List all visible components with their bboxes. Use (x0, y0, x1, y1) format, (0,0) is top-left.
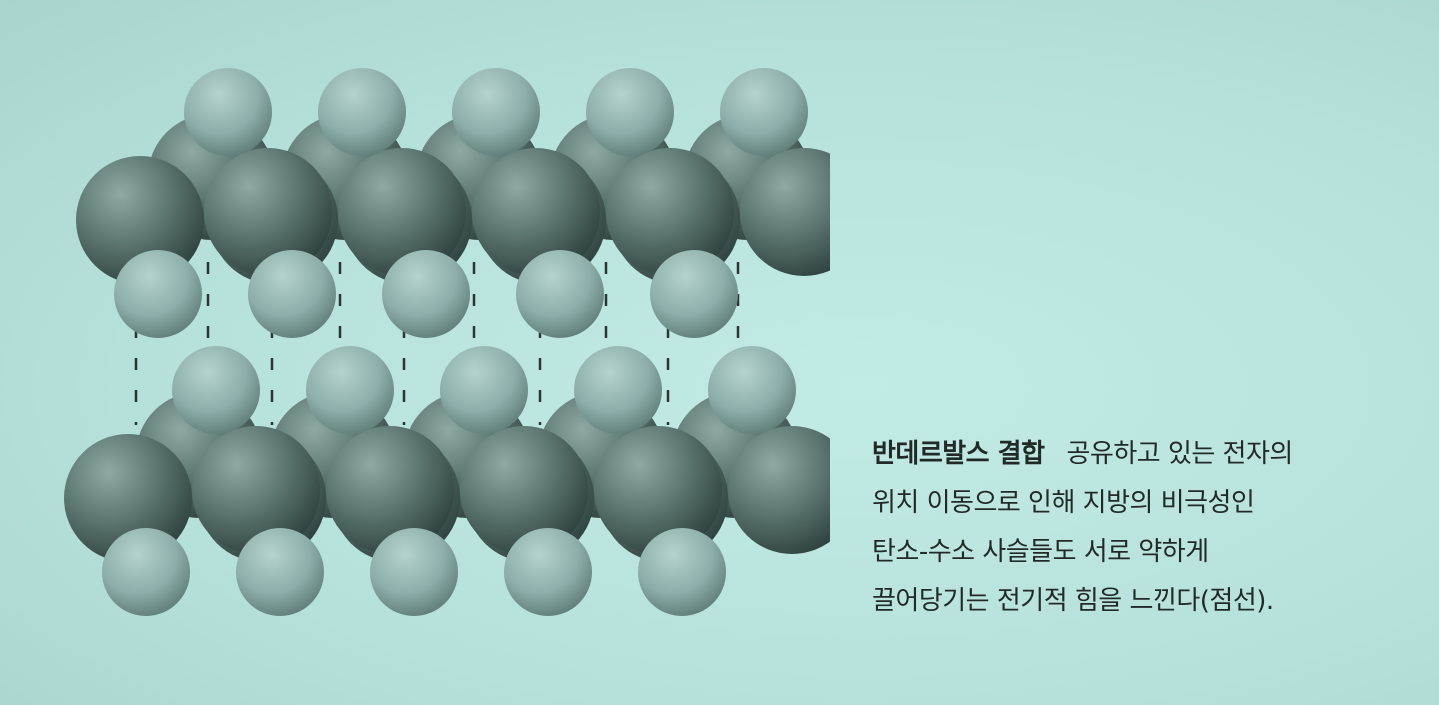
carbon-atom (192, 426, 320, 554)
hydrogen-atom (248, 250, 336, 338)
caption-line-1: 반데르발스 결합 공유하고 있는 전자의 (872, 430, 1392, 479)
hydrogen-atom (650, 250, 738, 338)
carbon-atom (204, 148, 332, 276)
molecule-chain-bottom (64, 346, 830, 616)
carbon-atom (740, 148, 830, 276)
carbon-atom (326, 426, 454, 554)
caption-title: 반데르발스 결합 (872, 439, 1045, 469)
carbon-atom (76, 156, 204, 284)
carbon-atom (460, 426, 588, 554)
hydrogen-atom (708, 346, 796, 434)
caption-line-3: 탄소-수소 사슬들도 서로 약하게 (872, 537, 1209, 567)
caption-line-2: 위치 이동으로 인해 지방의 비극성인 (872, 488, 1255, 518)
hydrogen-atom (574, 346, 662, 434)
hydrogen-atom (114, 250, 202, 338)
carbon-atom (64, 434, 192, 562)
hydrogen-atom (516, 250, 604, 338)
hydrogen-atom (172, 346, 260, 434)
hydrogen-atom (102, 528, 190, 616)
hydrogen-atom (440, 346, 528, 434)
hydrogen-atom (184, 68, 272, 156)
carbon-atom (472, 148, 600, 276)
hydrogen-atom (306, 346, 394, 434)
hydrogen-atom (504, 528, 592, 616)
caption-line-4: 끌어당기는 전기적 힘을 느낀다(점선). (872, 586, 1274, 616)
carbon-atom (594, 426, 722, 554)
molecule-chain-top (76, 68, 830, 338)
hydrogen-atom (720, 68, 808, 156)
hydrogen-atom (638, 528, 726, 616)
carbon-atom (338, 148, 466, 276)
carbon-atom (728, 426, 830, 554)
hydrogen-atom (586, 68, 674, 156)
hydrogen-atom (452, 68, 540, 156)
hydrogen-atom (236, 528, 324, 616)
hydrogen-atom (382, 250, 470, 338)
hydrogen-atom (318, 68, 406, 156)
hydrogen-atom (370, 528, 458, 616)
carbon-atom (606, 148, 734, 276)
caption-text: 공유하고 있는 전자의 (1066, 439, 1294, 469)
van-der-waals-illustration (64, 68, 830, 616)
